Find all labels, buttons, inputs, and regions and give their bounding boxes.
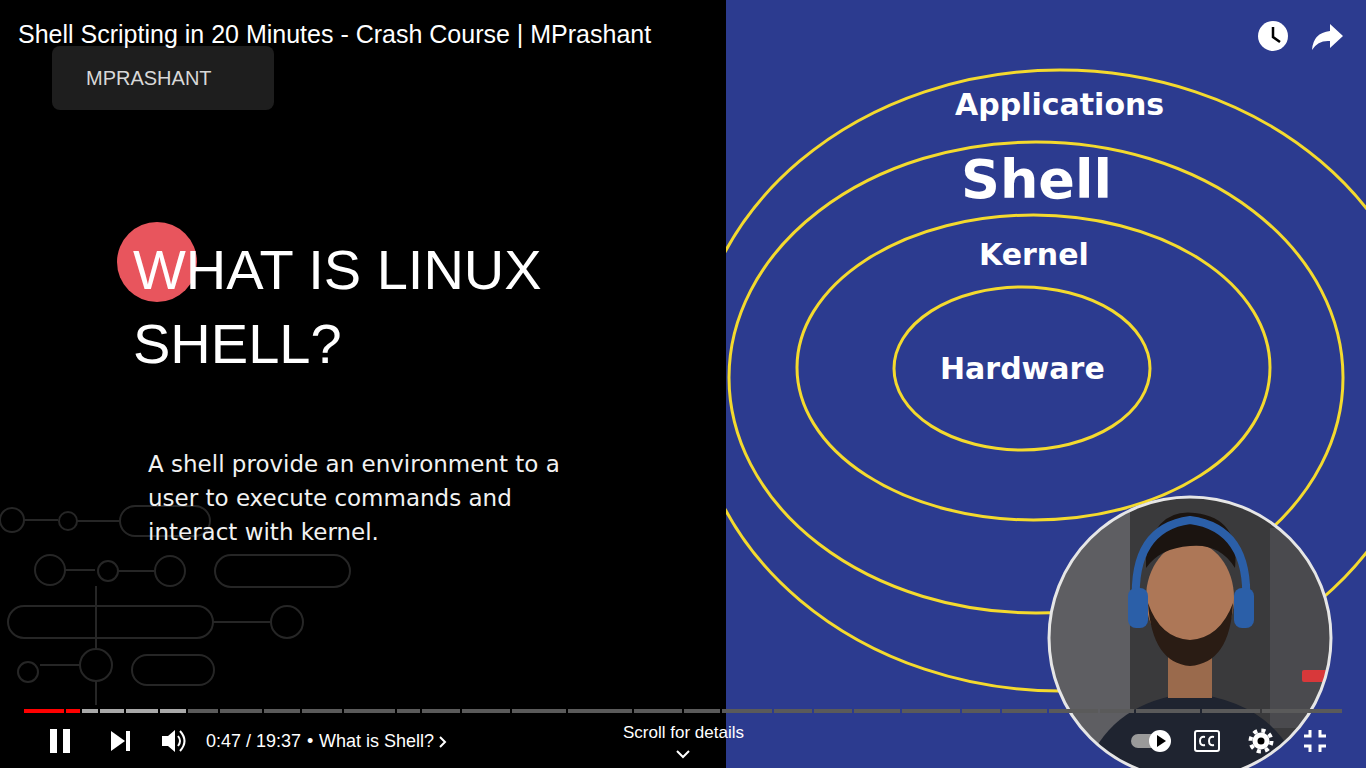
share-icon <box>1312 24 1343 50</box>
scroll-chevron <box>677 751 689 757</box>
layer-label: Applications <box>955 90 1164 120</box>
progress-segment <box>1049 709 1098 713</box>
progress-segment <box>1100 709 1134 713</box>
progress-segment <box>1202 709 1260 713</box>
slide-heading: WHAT IS LINUX SHELL? <box>133 233 603 381</box>
progress-segment <box>774 709 812 713</box>
scroll-hint: Scroll for details <box>623 723 744 743</box>
progress-segment <box>1002 709 1047 713</box>
progress-segment <box>422 709 460 713</box>
progress-segment <box>722 709 772 713</box>
progress-bar <box>24 709 1342 713</box>
layer-ellipse <box>797 215 1270 520</box>
accent-circle <box>0 0 726 400</box>
next-icon <box>111 731 130 751</box>
autoplay-toggle <box>1131 730 1171 752</box>
progress-segment <box>962 709 1000 713</box>
settings-icon <box>1251 731 1272 752</box>
kernel-layer: KernelHardware <box>795 213 1272 522</box>
progress-segment <box>344 709 395 713</box>
progress-segment <box>684 709 720 713</box>
progress-segment <box>264 709 300 713</box>
progress-segment <box>24 709 64 713</box>
progress-segment <box>854 709 900 713</box>
volume-icon <box>162 730 185 752</box>
progress-segment <box>1136 709 1200 713</box>
progress-segment <box>634 709 682 713</box>
layer-label: Hardware <box>940 354 1105 384</box>
webcam-overlay <box>1040 488 1350 768</box>
progress-segment <box>66 709 80 713</box>
chapter-title: What is Shell? <box>319 731 434 753</box>
progress-segment <box>82 709 98 713</box>
progress-segment <box>397 709 420 713</box>
time-display: 0:47 / 19:37 <box>206 731 301 753</box>
exit-fullscreen-icon <box>1304 730 1326 752</box>
watch-later-icon <box>1258 21 1288 51</box>
layer-label: Kernel <box>979 240 1089 270</box>
progress-segment <box>160 709 186 713</box>
progress-segment <box>568 709 632 713</box>
progress-segment <box>462 709 510 713</box>
progress-segment <box>126 709 158 713</box>
slide-body: A shell provide an environment to a user… <box>148 447 598 549</box>
video-title: Shell Scripting in 20 Minutes - Crash Co… <box>18 20 651 49</box>
layer-label: Shell <box>961 153 1112 207</box>
progress-segment <box>814 709 852 713</box>
progress-segment <box>188 709 218 713</box>
progress-segment <box>220 709 262 713</box>
progress-segment <box>100 709 124 713</box>
channel-name: MPRASHANT <box>86 66 212 90</box>
layer-ellipse <box>894 287 1150 450</box>
pause-icon <box>50 729 70 753</box>
separator-dot: • <box>307 731 313 753</box>
progress-segment <box>512 709 566 713</box>
circuit-decoration <box>0 0 726 768</box>
captions-icon <box>1195 731 1219 751</box>
hardware-layer: Hardware <box>892 285 1152 452</box>
progress-segment <box>902 709 960 713</box>
progress-segment <box>302 709 342 713</box>
progress-segment <box>1262 709 1342 713</box>
chapter-chevron <box>440 737 445 747</box>
